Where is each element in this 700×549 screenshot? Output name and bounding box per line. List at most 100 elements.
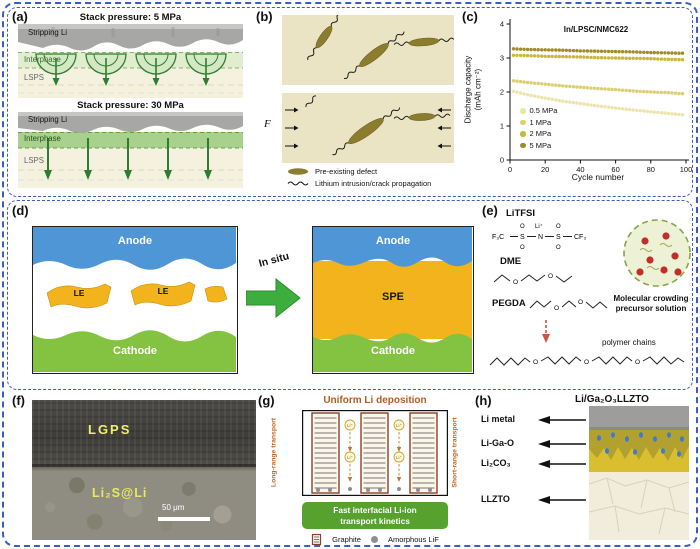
data-point-5-MPa [596, 49, 600, 53]
data-point-0.5-MPa [564, 100, 568, 104]
data-point-5-MPa [599, 49, 604, 53]
spe-label: SPE [381, 291, 404, 303]
panel-c-label: (c) [462, 9, 478, 24]
x-tick-label: 40 [576, 165, 584, 174]
data-point-5-MPa [610, 49, 614, 54]
data-point-1-MPa [532, 81, 537, 85]
data-point-1-MPa [554, 83, 558, 87]
legend-label: 2 MPa [529, 129, 552, 139]
arrow-llzto [538, 496, 586, 504]
panel-a: (a) Stack pressure: 5 MPa [10, 10, 253, 196]
data-point-0.5-MPa [592, 103, 597, 108]
data-point-5-MPa [628, 50, 632, 54]
atom-cf3: CF₃ [574, 234, 586, 241]
pressure-30mpa-title: Stack pressure: 30 MPa [77, 100, 184, 111]
li-metal-layer [589, 406, 689, 430]
graphite-icon [312, 533, 322, 546]
data-point-2-MPa [631, 56, 635, 60]
data-point-1-MPa [592, 86, 597, 91]
propagating-defect [393, 113, 451, 121]
data-point-2-MPa [550, 54, 554, 59]
data-point-5-MPa [659, 51, 664, 55]
defects-no-force [307, 15, 454, 80]
polymer-chains-label: polymer chains [602, 338, 656, 347]
le-label: LE [73, 288, 85, 298]
data-point-1-MPa [557, 83, 561, 88]
dme-structure: O O [493, 273, 573, 286]
data-point-2-MPa [656, 57, 660, 61]
data-point-1-MPa [642, 89, 646, 94]
data-point-1-MPa [624, 88, 628, 93]
y-axis-label-line1: Discharge capacity [463, 55, 473, 124]
atom-o: O [520, 224, 525, 230]
data-point-0.5-MPa [589, 103, 593, 107]
data-point-5-MPa [561, 48, 565, 52]
data-point-0.5-MPa [603, 105, 607, 109]
panel-g: (g) Uniform Li deposition Li⁺ [258, 394, 472, 546]
data-point-0.5-MPa [522, 92, 526, 96]
data-point-2-MPa [561, 54, 565, 59]
ion-dot [641, 237, 649, 245]
layer-label-li-ga-o: Li-Ga-O [481, 438, 514, 448]
compression-arrows-right [437, 107, 451, 149]
li-droplets [597, 432, 684, 457]
legend-dot [520, 108, 526, 114]
li-ion-label: Li⁺ [347, 423, 354, 428]
data-point-5-MPa [540, 48, 544, 52]
data-point-1-MPa [564, 84, 568, 88]
data-point-5-MPa [522, 47, 526, 51]
data-point-1-MPa [666, 91, 671, 95]
panel-h-title: Li/Ga₂O₃LLZTO [575, 394, 649, 405]
data-point-2-MPa [554, 54, 558, 59]
data-point-2-MPa [529, 54, 533, 58]
panel-f: (f) LGPS Li₂S@Li 50 μm [10, 394, 258, 546]
anode-layer [33, 227, 236, 270]
data-point-5-MPa [638, 50, 642, 54]
data-point-1-MPa [635, 89, 639, 93]
panel-b-label: (b) [256, 9, 273, 24]
data-point-0.5-MPa [680, 113, 685, 117]
data-point-0.5-MPa [547, 97, 551, 101]
data-point-1-MPa [680, 92, 685, 96]
le-label: LE [157, 286, 169, 296]
panel-d: (d) Anode LE LE Cathode In situ An [10, 202, 480, 390]
atom-o: O [513, 279, 518, 286]
pressure-5mpa-title: Stack pressure: 5 MPa [79, 12, 182, 23]
data-point-1-MPa [617, 88, 621, 92]
data-point-2-MPa [677, 57, 681, 62]
interphase-label: Interphase [24, 134, 61, 143]
data-point-5-MPa [677, 51, 681, 55]
x-tick-label: 60 [611, 165, 619, 174]
kinetics-box-line2: transport kinetics [340, 515, 410, 526]
data-point-2-MPa [596, 56, 600, 60]
sem-interface [32, 464, 256, 472]
data-point-2-MPa [606, 56, 611, 60]
li-ion-path [347, 432, 402, 482]
sem-li2s-region [32, 467, 256, 540]
atom-n: N [538, 234, 543, 241]
atom-s: S [556, 234, 561, 241]
data-point-2-MPa [663, 57, 667, 61]
lsps-layer [18, 148, 243, 188]
data-point-2-MPa [628, 56, 632, 60]
lif-legend-label: Amorphous LiF [387, 535, 439, 544]
data-point-5-MPa [663, 51, 667, 55]
data-point-1-MPa [620, 88, 625, 92]
data-point-1-MPa [656, 90, 660, 95]
data-point-5-MPa [547, 48, 551, 52]
stripping-li-label: Stripping Li [28, 115, 68, 124]
lgps-label: LGPS [88, 422, 132, 437]
legend-dot [520, 131, 526, 137]
chart-legend-item: 5 MPa [520, 140, 557, 152]
in-situ-arrow [246, 277, 301, 319]
data-point-0.5-MPa [663, 111, 667, 115]
panel-b: (b) [256, 10, 460, 196]
data-point-1-MPa [631, 89, 635, 93]
atom-li: Li⁺ [535, 223, 543, 230]
data-point-1-MPa [518, 79, 523, 84]
data-point-1-MPa [603, 87, 607, 91]
data-point-0.5-MPa [585, 102, 590, 107]
data-point-2-MPa [582, 55, 586, 59]
stripping-li-label: Stripping Li [28, 28, 68, 37]
